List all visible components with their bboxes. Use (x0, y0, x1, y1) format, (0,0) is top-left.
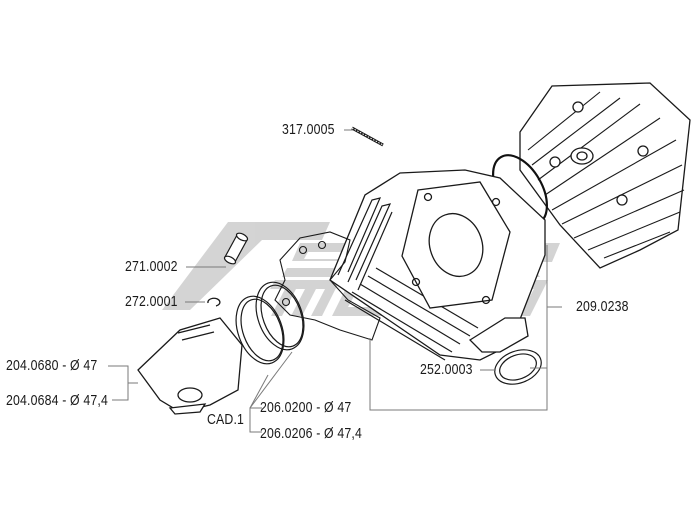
label-stud: 317.0005 (282, 121, 335, 138)
label-piston-47-4: 204.0684 - Ø 47,4 (6, 392, 108, 409)
label-ring-47-4: 206.0206 - Ø 47,4 (260, 425, 362, 442)
exhaust-gasket (494, 349, 542, 385)
base-gasket (274, 231, 381, 341)
piston (137, 317, 243, 415)
label-circlip: 272.0001 (125, 293, 178, 310)
circlip (207, 297, 221, 307)
cylinder (329, 169, 546, 361)
label-piston-pin: 271.0002 (125, 258, 178, 275)
label-cylinder-kit: 209.0238 (576, 298, 629, 315)
label-ring-quantity: CAD.1 (207, 411, 245, 428)
label-piston-47: 204.0680 - Ø 47 (6, 357, 98, 374)
label-exhaust-gasket: 252.0003 (420, 361, 473, 378)
cylinder-head (519, 82, 691, 269)
leader-lines (108, 129, 562, 433)
stud-bolt (351, 126, 384, 147)
piston-rings (235, 281, 305, 365)
piston-pin (223, 232, 249, 265)
label-ring-47: 206.0200 - Ø 47 (260, 399, 352, 416)
